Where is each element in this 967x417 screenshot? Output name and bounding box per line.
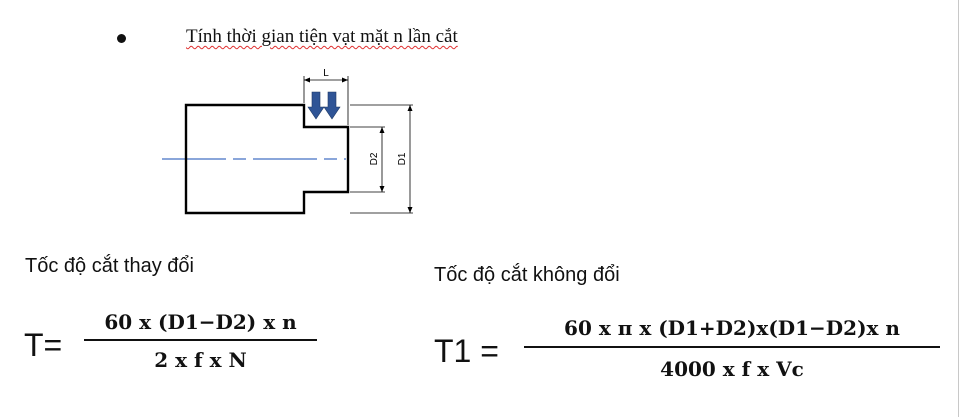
left-formula-numerator: 60 x (D1−D2) x n xyxy=(104,310,297,334)
right-formula-numerator: 60 x π x (D1+D2)x(D1−D2)x n xyxy=(564,316,900,340)
dim-L-arrow-right xyxy=(342,77,348,83)
dim-D2-label: D2 xyxy=(369,152,380,165)
dim-D1-label: D1 xyxy=(397,152,408,165)
left-formula-denominator: 2 x f x N xyxy=(154,348,247,372)
section-heading: Tính thời gian tiện vạt mặt n lần cắt xyxy=(186,26,458,47)
dim-L-arrow-left xyxy=(304,77,310,83)
dim-D1-arrow-top xyxy=(407,105,413,111)
left-formula-label: Tốc độ cắt thay đổi xyxy=(25,255,194,277)
dim-D2-arrow-bottom xyxy=(379,186,385,192)
feed-arrow-right-icon xyxy=(323,91,341,120)
feed-arrow-left-icon xyxy=(307,91,325,120)
part-outline xyxy=(184,103,350,215)
page-edge xyxy=(958,0,959,417)
right-formula-fraction: 60 x π x (D1+D2)x(D1−D2)x n 4000 x f x V… xyxy=(524,316,940,381)
workpiece-diagram: L D2 D1 xyxy=(162,68,413,215)
right-formula-label: Tốc độ cắt không đổi xyxy=(434,264,620,286)
right-formula-lhs: T1 = xyxy=(434,333,499,369)
left-formula-fraction: 60 x (D1−D2) x n 2 x f x N xyxy=(84,310,317,372)
left-formula-lhs: T= xyxy=(24,327,63,363)
fraction-bar xyxy=(84,339,317,341)
fraction-bar xyxy=(524,346,940,348)
dim-L-label: L xyxy=(323,68,329,79)
dim-D1-arrow-bottom xyxy=(407,207,413,213)
dim-D2-arrow-top xyxy=(379,127,385,133)
right-formula-denominator: 4000 x f x Vc xyxy=(660,357,804,381)
bullet-icon xyxy=(117,34,126,43)
